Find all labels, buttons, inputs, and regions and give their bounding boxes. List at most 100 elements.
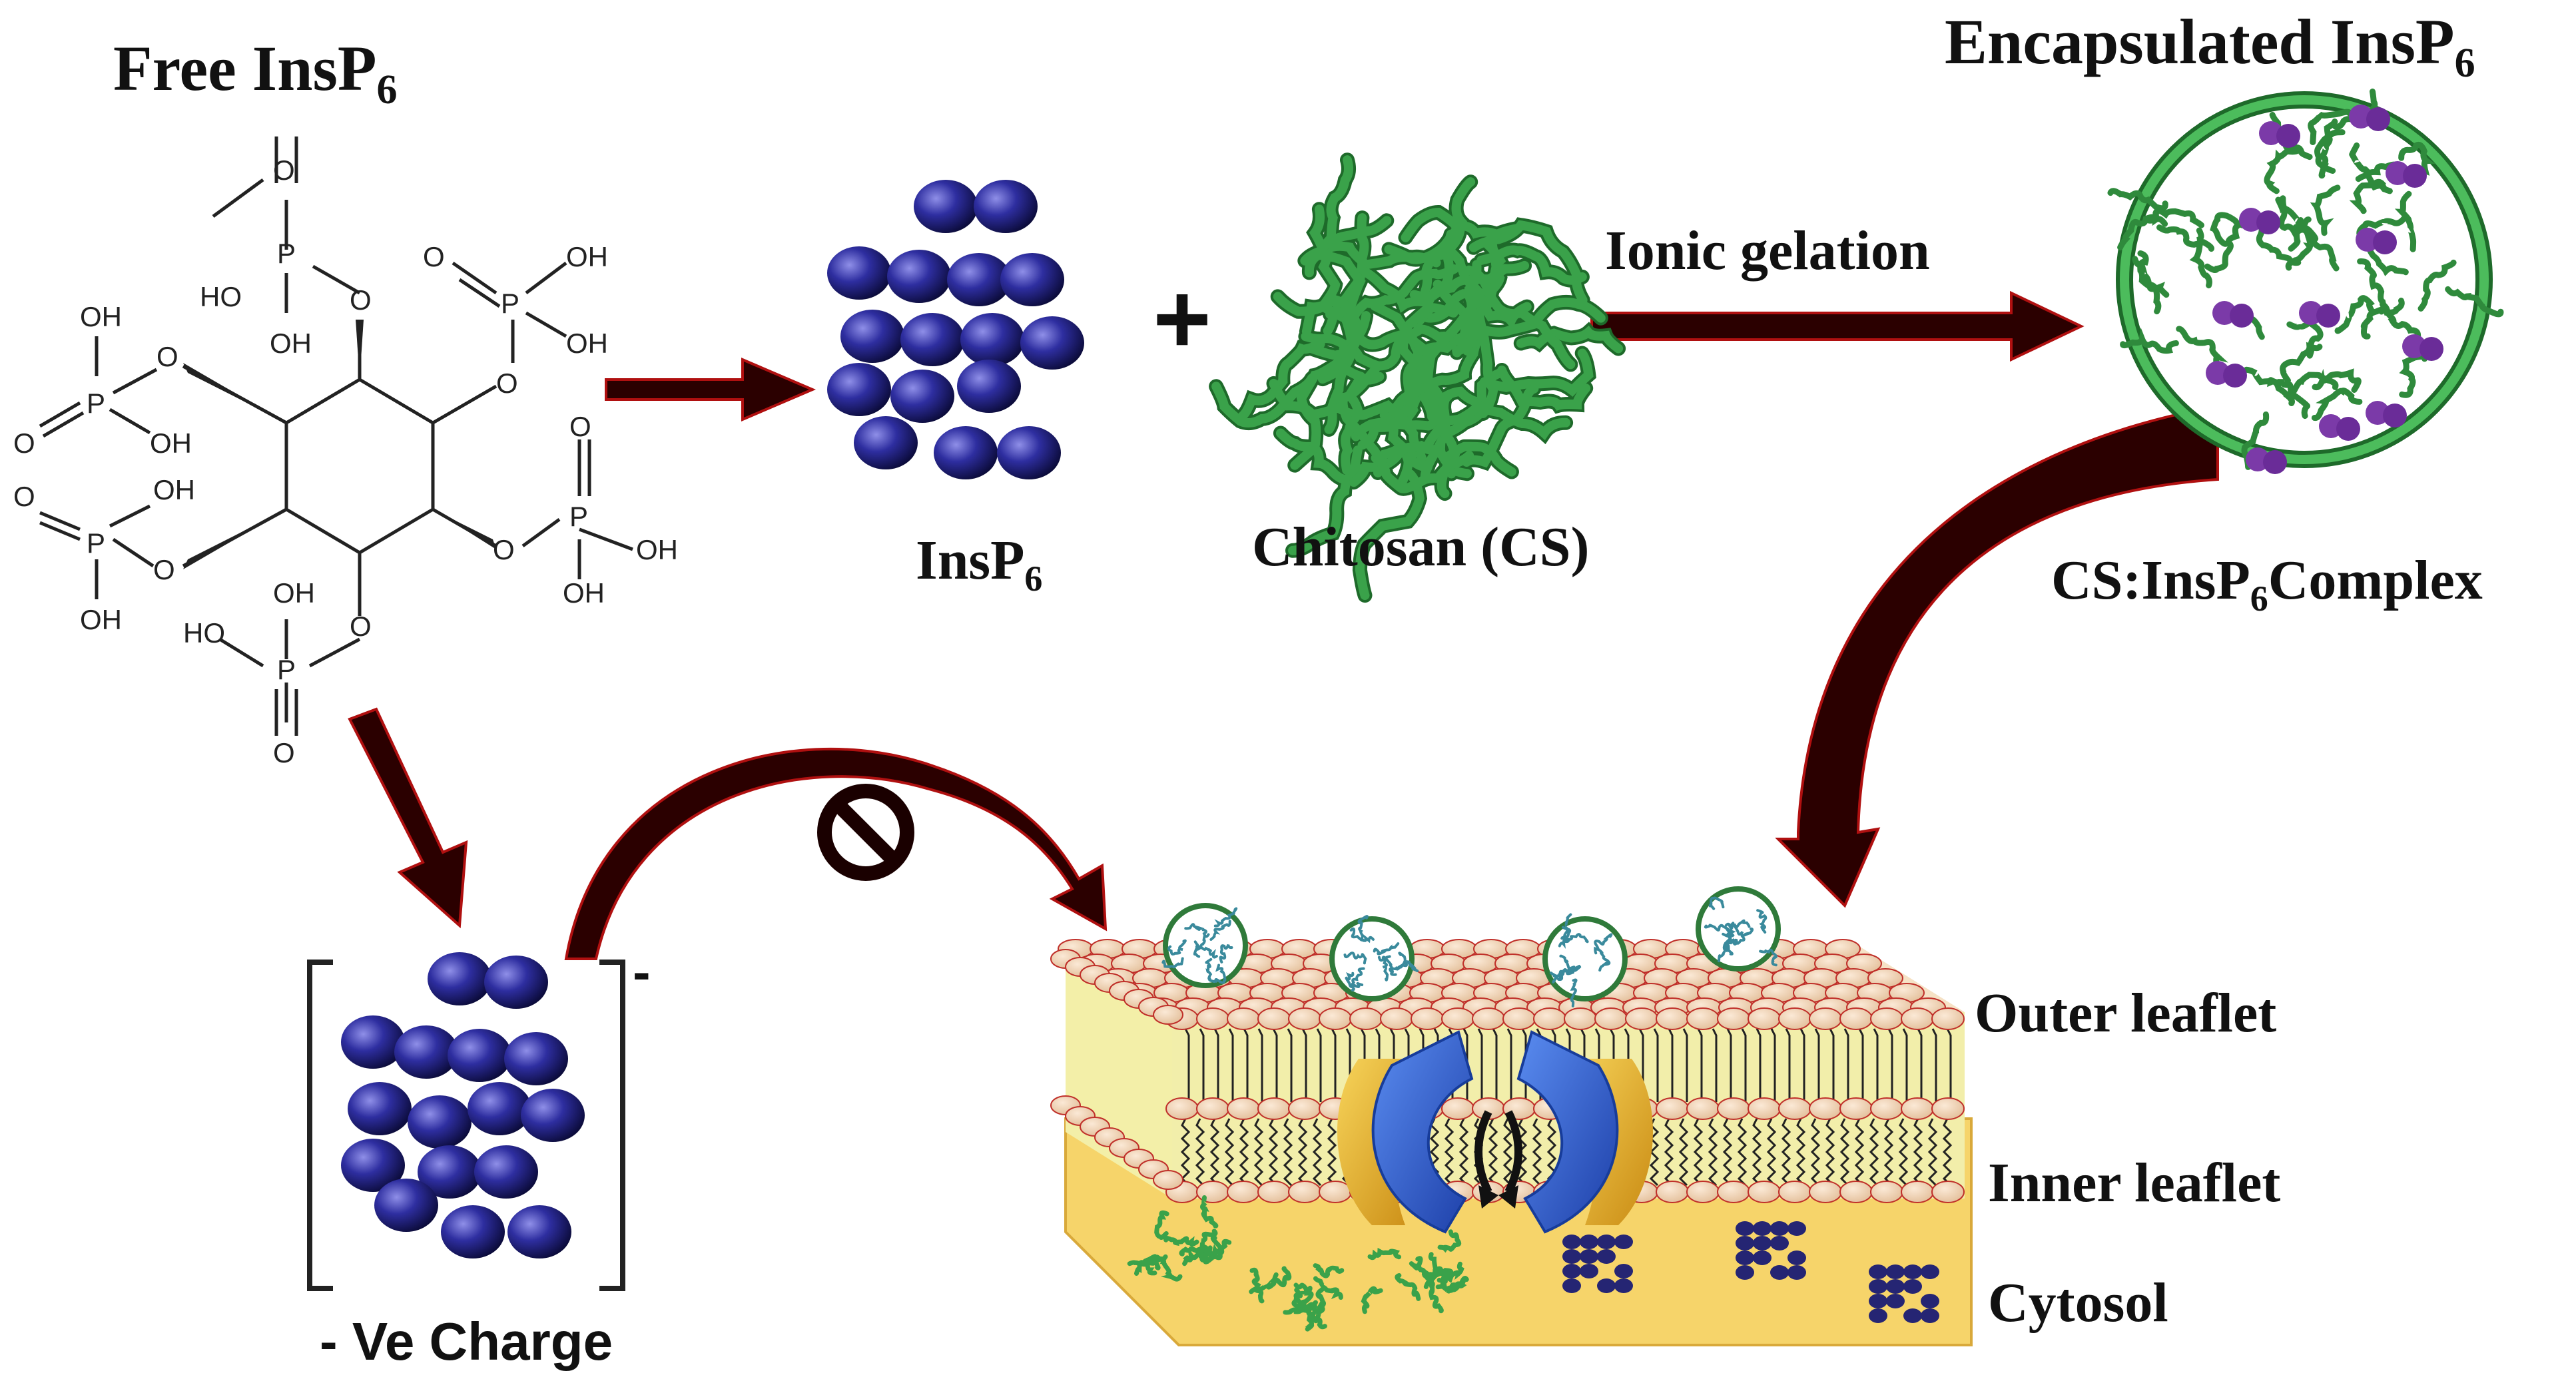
- cytosol-chitosan: [1154, 1210, 1169, 1240]
- cytosol-chitosan: [1163, 1236, 1199, 1247]
- surface-nanoparticle: [1542, 916, 1628, 1001]
- lipid-tail: [1887, 1028, 1893, 1102]
- lipid-tail: [1785, 1028, 1791, 1102]
- lipid-tail: [1502, 1118, 1513, 1187]
- insp6-sphere: [854, 416, 918, 469]
- insp6-sphere: [408, 1095, 472, 1149]
- lipid-tail: [1195, 1118, 1205, 1187]
- insp6-sphere: [960, 313, 1024, 366]
- insp6-structure: O P HO OH O O P OH OH O O P OH OH O O P …: [13, 137, 678, 768]
- nanoparticle-strand: [1759, 948, 1777, 967]
- nanoparticle-strand: [1161, 957, 1184, 969]
- chitosan-strand: [2268, 377, 2310, 419]
- lipid-head: [1227, 1007, 1260, 1030]
- lipid-tail: [1708, 1118, 1718, 1187]
- lipid-head: [1441, 1007, 1474, 1030]
- lipid-head: [1227, 1097, 1260, 1120]
- cytosol-insp6-dot: [1869, 1308, 1887, 1323]
- lipid-head: [1288, 1007, 1321, 1030]
- cytosol-chitosan: [1200, 1195, 1219, 1229]
- atom-o: O: [423, 241, 445, 272]
- lipid-head: [1257, 1181, 1291, 1203]
- lipid-tail: [1839, 1118, 1850, 1187]
- lipid-tail: [1737, 1118, 1748, 1187]
- cytosol-insp6-dot: [1869, 1264, 1887, 1279]
- chitosan-strand: [2146, 208, 2204, 228]
- lipid-tail: [1228, 1028, 1234, 1102]
- insp6-dot: [2263, 450, 2287, 474]
- chitosan-strand: [2298, 222, 2340, 272]
- flux-arrow: [1504, 1110, 1522, 1194]
- cytosol-insp6-dot: [1770, 1236, 1789, 1250]
- nanoparticle-strand: [1213, 907, 1238, 928]
- lipid-head: [1931, 1007, 1965, 1030]
- lipid-head: [1839, 1097, 1873, 1120]
- cytosol-insp6-dot: [1580, 1249, 1598, 1264]
- outer-leaflet-label: Outer leaflet: [1975, 982, 2277, 1044]
- lipid-head: [1748, 1007, 1781, 1030]
- cytosol-chitosan: [1134, 1258, 1167, 1276]
- lipid-tail: [1287, 1028, 1293, 1102]
- lipid-head: [1931, 1181, 1965, 1203]
- lipid-tail: [1781, 1118, 1791, 1187]
- surface-nanoparticle: [1163, 903, 1248, 988]
- chitosan-label: Chitosan (CS): [1252, 516, 1590, 578]
- lipid-tail: [1301, 1028, 1307, 1102]
- insp6-dot: [2256, 210, 2280, 234]
- chitosan-strand: [1430, 398, 1571, 441]
- atom-oh: OH: [273, 577, 315, 609]
- insp6-sphere: [521, 1089, 585, 1142]
- lipid-head: [1656, 1007, 1689, 1030]
- lipid-tail: [1712, 1028, 1718, 1102]
- nanoparticle-strand: [1597, 948, 1611, 972]
- lipid-tail: [1693, 1118, 1704, 1187]
- lipid-tail: [1444, 1118, 1454, 1187]
- atom-p: P: [277, 238, 296, 269]
- lipid-head: [1594, 1007, 1628, 1030]
- lipid-tail: [1825, 1118, 1835, 1187]
- cytosol-insp6-dot: [1921, 1264, 1939, 1279]
- lipid-head: [1901, 1181, 1934, 1203]
- encapsulated-insp6-title: Encapsulated InsP6: [1945, 6, 2475, 87]
- lipid-head: [1839, 1181, 1873, 1203]
- cytosol-chitosan: [1249, 1272, 1279, 1294]
- cytosol-chitosan: [1428, 1252, 1454, 1278]
- insp6-sphere: [504, 1032, 568, 1085]
- lipid-tail: [1488, 1118, 1498, 1187]
- cytosol-insp6-dot: [1580, 1264, 1598, 1278]
- lipid-head: [1349, 1007, 1383, 1030]
- atom-o: O: [350, 611, 372, 642]
- insp6-dot: [2419, 337, 2443, 361]
- lipid-tail: [1664, 1118, 1674, 1187]
- chitosan-strand: [2189, 227, 2212, 289]
- flux-arrowhead: [1478, 1185, 1498, 1209]
- lipid-head: [1288, 1097, 1321, 1120]
- lipid-tail: [1224, 1118, 1235, 1187]
- lipid-head: [1717, 1097, 1750, 1120]
- free-insp6-title: Free InsP6: [113, 33, 398, 113]
- cytosol-label: Cytosol: [1988, 1272, 2168, 1334]
- cytosol-chitosan: [1313, 1276, 1343, 1300]
- chitosan-strand: [1349, 264, 1459, 322]
- insp6-label: InsP6: [916, 529, 1043, 599]
- chitosan-strand: [1269, 378, 1413, 427]
- insp6-dot: [2316, 304, 2340, 328]
- atom-oh: OH: [150, 427, 192, 459]
- chitosan-strand: [2210, 212, 2247, 247]
- lipid-head: [1901, 1097, 1934, 1120]
- lipid-tail: [1858, 1028, 1864, 1102]
- arrow-structure-to-spheres: [605, 357, 816, 422]
- lipid-head: [1165, 1097, 1199, 1120]
- lipid-head: [1870, 1007, 1903, 1030]
- lipid-head: [1748, 1181, 1781, 1203]
- lipid-tail: [1697, 1028, 1703, 1102]
- cytosol-insp6-dot: [1903, 1279, 1922, 1294]
- chitosan-strand: [2132, 256, 2162, 315]
- lipid-tail: [1927, 1118, 1938, 1187]
- chitosan-strand: [1479, 348, 1594, 397]
- arrow-structure-to-charge: [348, 707, 468, 929]
- chitosan-strand: [2318, 119, 2338, 174]
- insp6-sphere: [887, 250, 951, 303]
